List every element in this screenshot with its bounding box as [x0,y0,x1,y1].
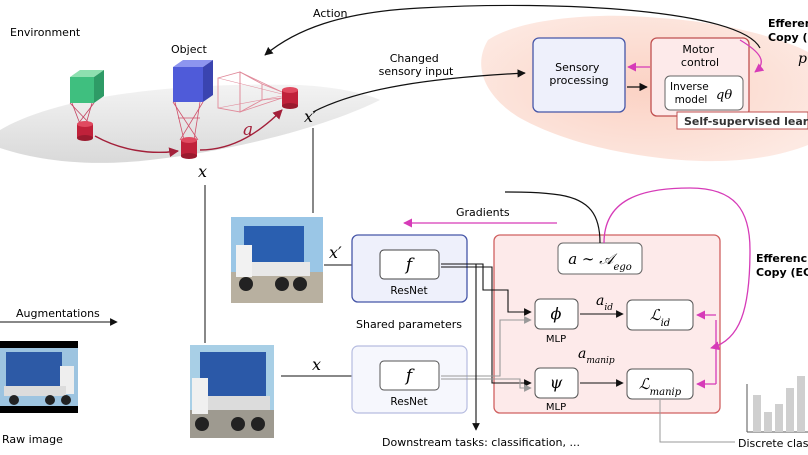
blue-cube-icon [172,60,213,141]
bottom-encoder-routing-2 [441,378,532,392]
phi-box [534,298,579,330]
object-label: Object [171,43,208,56]
action-feedback-arrow [264,4,761,56]
phi-symbol: ϕ [551,304,562,323]
resnet-top-label: ResNet [390,285,427,297]
sample-action-expr: a ∼ 𝒜ego [568,250,632,273]
discrete-label: Discrete clas [738,437,808,450]
gradients-label: Gradients [456,206,510,219]
efference-copy-top-label: Efferen Copy ( [768,17,808,44]
loss-manip-expr: ℒmanip [639,375,682,398]
encoder-f-bottom-symbol: f [404,366,415,386]
red-cylinder-icon [77,121,93,141]
sensory-processing-label: Sensory processing [549,61,608,87]
resnet-bottom-label: ResNet [390,396,427,408]
motor-control-label: Motor control [681,43,719,69]
histogram-bar [764,412,772,432]
state-symbol-x: x [198,162,207,181]
encoder-f-top-symbol: f [404,255,415,275]
x-prime-input-symbol: x′ [329,243,342,262]
p-symbol: p [798,51,807,67]
augmented-image-x-prime [231,217,323,303]
state-symbol-x-prime: x′ [304,107,317,126]
phi-mlp-label: MLP [546,334,566,345]
psi-symbol: ψ [550,373,563,392]
brain-shape [481,15,808,162]
self-supervised-label: Self-supervised lear [684,115,808,128]
changed-input-line: sensory input [379,65,454,78]
changed-input-line: Changed [390,52,439,65]
environment-title: Environment [10,26,81,39]
augmented-image-x [190,345,274,438]
action-sample-connector [504,191,601,244]
trajectory-arrow [94,135,179,158]
encoder-f-top-box [379,249,440,280]
self-supervised-badge [676,111,808,130]
a-manip-expr: amanip [578,346,615,366]
red-cylinder-icon [282,87,298,109]
augmentations-label: Augmentations [16,307,100,320]
inverse-model-label: Inverse model [670,81,712,106]
discrete-histogram [746,376,808,433]
efference-loop-top [739,39,765,73]
bottom-encoder-routing [441,316,532,377]
inverse-model-box [664,75,744,111]
efference-copy-right-label: Efferenc Copy (EC [756,252,808,279]
a-id-expr: aid [596,293,613,313]
sensory-input-arrow [312,69,526,113]
encoder-f-bottom-box [379,360,440,391]
efference-copy-loop [603,187,751,351]
action-arrow [199,109,283,151]
histogram-bar [753,395,761,432]
changed-input-label: Changed sensory input [379,52,454,78]
histogram-bar [786,388,794,432]
loss-id-box [626,299,694,331]
action-label: Action [313,7,347,20]
shared-params-label: Shared parameters [356,318,462,331]
x-input-symbol: x [312,355,321,374]
loss-manip-box [626,368,694,400]
downstream-label: Downstream tasks: classification, ... [382,436,580,449]
sensory-processing-box [532,37,626,113]
raw-image [0,341,78,413]
psi-box [534,367,579,399]
raw-image-label: Raw image [2,433,63,446]
green-cube-icon [69,70,104,125]
discrete-connector [659,400,735,443]
action-symbol: a [243,120,253,140]
red-cylinder-icon [181,137,197,159]
inverse-model-symbol: qθ [716,88,732,103]
loss-id-expr: ℒid [650,306,670,329]
histogram-bar [797,376,805,432]
top-encoder-routing-2 [441,266,532,387]
psi-mlp-label: MLP [546,402,566,413]
ghost-rotation-icon [217,71,283,113]
histogram-bar [775,404,783,432]
